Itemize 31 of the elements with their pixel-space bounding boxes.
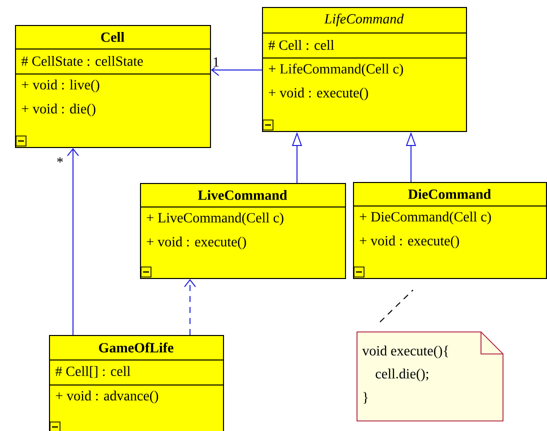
- member-text: + void : advance(): [56, 390, 158, 404]
- member-text: # Cell[] : cell: [55, 366, 130, 378]
- note-text: void execute(){: [362, 346, 448, 358]
- arrow: [67, 148, 79, 336]
- note-text: }: [363, 392, 368, 404]
- class-name: DieCommand: [408, 189, 491, 199]
- class-box: [48, 334, 224, 431]
- note-box: [356, 332, 504, 422]
- class-name: Cell: [101, 32, 124, 42]
- class-box: [262, 7, 467, 132]
- edge-label: *: [57, 157, 63, 163]
- member-text: + void : execute(): [146, 236, 246, 250]
- class-name: GameOfLife: [98, 342, 174, 352]
- class-name: LifeCommand: [324, 14, 404, 26]
- member-text: # CellState : cellState: [21, 56, 143, 66]
- member-text: + void : live(): [22, 80, 100, 92]
- class-name: LiveCommand: [198, 190, 288, 200]
- class-box: [140, 183, 346, 279]
- member-text: + LiveCommand(Cell c): [146, 212, 284, 226]
- member-text: + DieCommand(Cell c): [360, 212, 491, 224]
- member-text: + void : execute(): [268, 88, 368, 100]
- edge-label: 1: [214, 57, 219, 67]
- member-text: + void : die(): [22, 104, 96, 116]
- class-box: [14, 25, 211, 148]
- note-text: cell.die();: [376, 368, 428, 382]
- member-text: + void : execute(): [360, 236, 459, 248]
- class-box: [352, 182, 547, 279]
- dashed-line: [380, 289, 414, 322]
- arrow: [184, 278, 196, 336]
- member-text: # Cell : cell: [268, 40, 334, 50]
- member-text: + LifeCommand(Cell c): [268, 64, 404, 76]
